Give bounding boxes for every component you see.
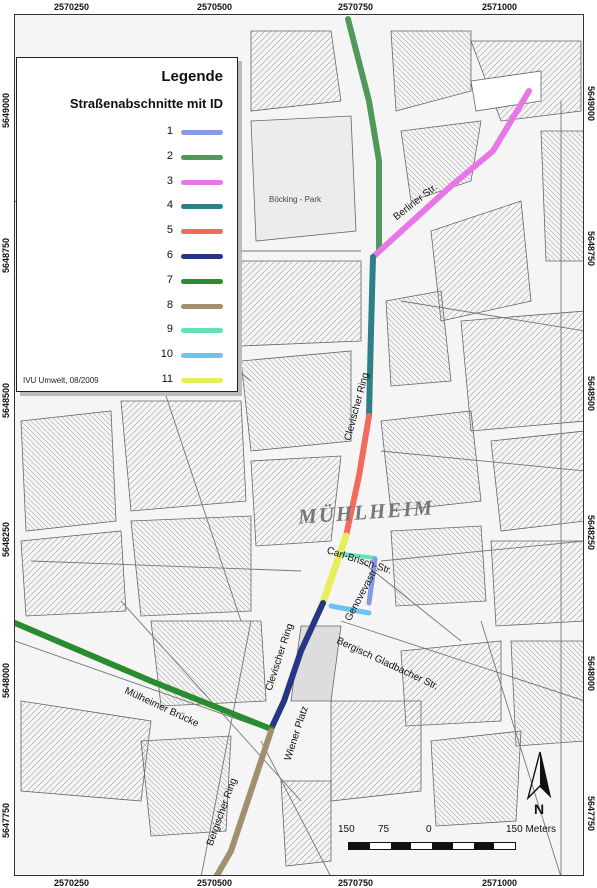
segment-3 — [370, 88, 532, 260]
legend-item-6: 6 — [17, 248, 237, 266]
legend-item-id: 6 — [166, 249, 173, 261]
segment-5 — [343, 413, 372, 539]
north-arrow-icon: N — [526, 751, 552, 817]
coord-right-3: 5648500 — [586, 376, 596, 412]
coord-top-1: 2570250 — [54, 2, 90, 12]
legend-item-id: 1 — [166, 125, 173, 137]
legend-item-1: 1 — [17, 124, 237, 142]
scale-bar-strip — [348, 842, 516, 850]
coord-bottom-4: 2571000 — [482, 878, 518, 888]
legend-swatch — [181, 179, 223, 185]
legend-swatch — [181, 303, 223, 309]
scale-label-2: 75 — [378, 824, 390, 835]
legend-title: Legende — [161, 68, 223, 85]
legend-item-id: 11 — [161, 373, 173, 385]
legend-swatch — [181, 204, 223, 210]
coord-right-2: 5648750 — [586, 231, 596, 267]
coord-top-4: 2571000 — [482, 2, 518, 12]
segment-7 — [15, 620, 274, 732]
legend-item-id: 9 — [166, 323, 173, 336]
north-label: N — [534, 801, 544, 817]
coord-right-4: 5648250 — [586, 515, 596, 551]
building-blocks — [20, 30, 583, 867]
legend-item-9: 9 — [17, 322, 237, 340]
legend-item-7: 7 — [17, 273, 237, 291]
legend-item-id: 10 — [160, 348, 173, 361]
legend-swatch — [181, 229, 223, 235]
segment-4 — [366, 254, 376, 419]
legend-swatch — [181, 378, 223, 383]
legend-item-11: 11 — [17, 372, 237, 390]
legend-item-5: 5 — [17, 223, 237, 241]
legend-item-id: 4 — [166, 199, 173, 212]
coord-right-1: 5649000 — [586, 86, 596, 122]
street-network — [15, 101, 583, 875]
coord-left-2: 5648750 — [1, 237, 11, 273]
legend-item-id: 3 — [166, 174, 173, 187]
legend-subtitle: Straßenabschnitte mit ID — [69, 96, 223, 111]
legend-swatch — [181, 130, 223, 135]
scale-bar: 150 75 0 150 Meters — [338, 824, 578, 864]
coord-left-1: 5649000 — [1, 92, 11, 128]
segment-2 — [345, 16, 382, 252]
coord-right-6: 5647750 — [586, 796, 596, 832]
legend-swatch — [181, 278, 223, 284]
coord-top-2: 2570500 — [197, 2, 233, 12]
coord-left-4: 5648250 — [1, 521, 11, 557]
coord-left-3: 5648500 — [1, 382, 11, 418]
segment-10 — [328, 603, 372, 616]
legend-swatch — [181, 353, 223, 359]
legend-item-2: 2 — [17, 149, 237, 167]
segment-9 — [341, 552, 377, 560]
segment-1 — [366, 556, 378, 606]
legend-item-10: 10 — [17, 347, 237, 365]
scale-label-4: 150 Meters — [506, 824, 557, 835]
coord-top-3: 2570750 — [338, 2, 374, 12]
coord-right-5: 5648000 — [586, 656, 596, 692]
coord-bottom-2: 2570500 — [197, 878, 233, 888]
scale-label-3: 0 — [426, 824, 432, 835]
legend-item-id: 5 — [166, 224, 173, 237]
legend-item-4: 4 — [17, 198, 237, 216]
road-segments — [15, 16, 532, 875]
legend-credit: IVU Umwelt, 08/2009 — [23, 376, 99, 385]
legend-swatch — [181, 154, 223, 160]
legend-item-id: 8 — [166, 298, 173, 311]
segment-11 — [319, 532, 350, 607]
coord-left-5: 5648000 — [1, 662, 11, 698]
legend-item-3: 3 — [17, 174, 237, 192]
segment-6 — [268, 600, 326, 732]
coord-bottom-1: 2570250 — [54, 878, 90, 888]
legend-swatch — [181, 254, 223, 259]
park-label-boecking-park: Böcking - Park — [269, 195, 322, 204]
legend-item-id: 7 — [166, 273, 173, 286]
segment-8 — [213, 728, 274, 875]
coord-left-6: 5647750 — [1, 802, 11, 838]
map-legend: Legende Straßenabschnitte mit ID 1 2 3 4 5 6 7… — [16, 57, 238, 392]
coord-bottom-3: 2570750 — [338, 878, 374, 888]
legend-swatch — [181, 328, 223, 334]
legend-item-id: 2 — [166, 149, 173, 162]
legend-item-8: 8 — [17, 298, 237, 316]
scale-label-1: 150 — [338, 824, 355, 835]
